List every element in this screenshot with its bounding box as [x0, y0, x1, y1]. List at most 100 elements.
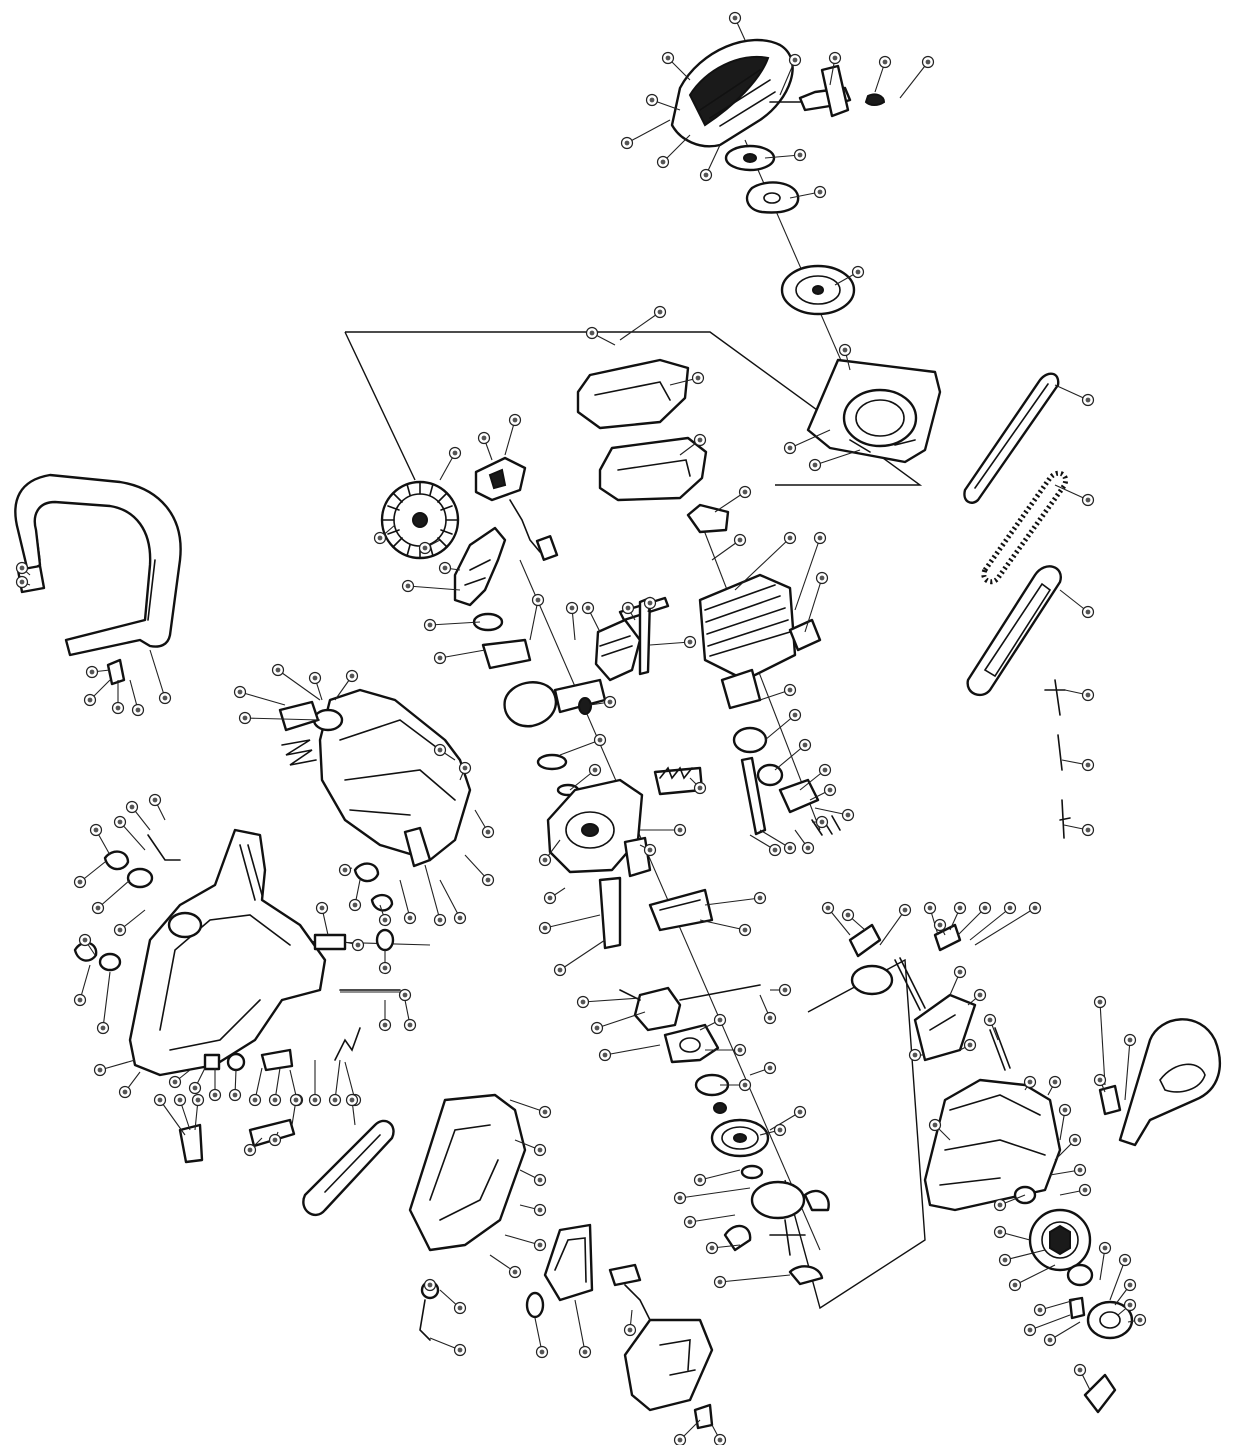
throttle-rod	[313, 928, 401, 1061]
callout-bubble-mark	[855, 269, 861, 275]
callout-leader	[239, 691, 286, 706]
callout-bubble-mark	[1085, 692, 1091, 698]
callout-bubble-mark	[624, 140, 630, 146]
callout-bubble-mark	[312, 1097, 318, 1103]
callout-bubble-mark	[1047, 1337, 1053, 1343]
callout-bubble-mark	[437, 917, 443, 923]
callout-leader	[424, 864, 441, 921]
callout-leader	[649, 641, 691, 646]
callout-bubble-mark	[332, 1097, 338, 1103]
top-cover	[670, 38, 794, 148]
callout-leader	[439, 649, 486, 659]
callout-leader	[334, 1059, 341, 1101]
upper-frame-diagonal	[344, 331, 416, 481]
callout-bubble-mark	[825, 905, 831, 911]
callout-bubble-mark	[1085, 397, 1091, 403]
callout-bubble-mark	[1037, 1307, 1043, 1313]
callout-leader	[244, 717, 321, 721]
air-filter-cover	[576, 358, 730, 534]
crankcase	[546, 766, 704, 874]
callout-bubble-mark	[1032, 905, 1038, 911]
callout-bubble-mark	[427, 1282, 433, 1288]
callout-leader	[626, 119, 671, 144]
callout-leader	[119, 821, 146, 851]
callout-leader	[879, 909, 906, 946]
callout-bubble-mark	[1097, 999, 1103, 1005]
callout-leader	[1109, 1259, 1126, 1301]
callout-bubble-mark	[1052, 1079, 1058, 1085]
callout-leader	[509, 1099, 546, 1113]
callout-bubble-mark	[1122, 1257, 1128, 1263]
callout-bubble-mark	[767, 1065, 773, 1071]
callout-bubble-mark	[697, 437, 703, 443]
callout-bubble-mark	[777, 1127, 783, 1133]
callout-bubble-mark	[77, 997, 83, 1003]
callout-bubble-mark	[422, 545, 428, 551]
callout-bubble-mark	[1085, 762, 1091, 768]
callout-leader	[429, 621, 481, 626]
engine-housing	[894, 957, 1062, 1212]
callout-leader	[814, 449, 861, 466]
callout-leader	[662, 134, 691, 163]
callout-bubble-mark	[987, 1017, 993, 1023]
callout-bubble-mark	[845, 812, 851, 818]
callout-bubble-mark	[1062, 1107, 1068, 1113]
callout-leader	[734, 537, 791, 591]
callout-bubble-mark	[242, 715, 248, 721]
callout-bubble-mark	[122, 1089, 128, 1095]
callout-bubble-mark	[937, 922, 943, 928]
callout-bubble-mark	[537, 1147, 543, 1153]
callout-bubble-mark	[709, 1245, 715, 1251]
callout-bubble-mark	[457, 915, 463, 921]
callout-bubble-mark	[117, 819, 123, 825]
callout-bubble-mark	[787, 445, 793, 451]
callout-bubble-mark	[192, 1085, 198, 1091]
callout-leader	[529, 599, 539, 641]
callout-bubble-mark	[767, 1015, 773, 1021]
callout-bubble-mark	[547, 895, 553, 901]
callout-leader	[559, 939, 606, 971]
callout-bubble-mark	[542, 857, 548, 863]
callout-bubble-mark	[212, 1092, 218, 1098]
chain-brake	[278, 688, 472, 912]
callout-bubble-mark	[912, 1052, 918, 1058]
primer-parts	[73, 834, 181, 972]
callout-bubble-mark	[542, 1109, 548, 1115]
callout-bubble-mark	[542, 925, 548, 931]
callout-bubble-mark	[660, 159, 666, 165]
callout-bubble-mark	[162, 695, 168, 701]
callout-bubble-mark	[802, 742, 808, 748]
callout-bubble-mark	[812, 462, 818, 468]
callout-bubble-mark	[19, 565, 25, 571]
callout-bubble-mark	[687, 639, 693, 645]
callout-bubble-mark	[822, 767, 828, 773]
callout-bubble-mark	[557, 967, 563, 973]
callout-bubble-mark	[787, 535, 793, 541]
callout-leader	[619, 311, 661, 341]
callout-bubble-mark	[452, 450, 458, 456]
callout-leader	[679, 1187, 751, 1199]
callout-bubble-mark	[647, 600, 653, 606]
callout-bubble-mark	[677, 827, 683, 833]
callout-bubble-mark	[977, 992, 983, 998]
callout-bubble-mark	[247, 1147, 253, 1153]
callout-bubble-mark	[319, 905, 325, 911]
callout-bubble-mark	[1085, 497, 1091, 503]
callout-bubble-mark	[677, 1195, 683, 1201]
callout-bubble-mark	[237, 689, 243, 695]
callout-bubble-mark	[349, 1097, 355, 1103]
callout-bubble-mark	[717, 1279, 723, 1285]
callout-bubble-mark	[539, 1349, 545, 1355]
callout-bubble-mark	[457, 1305, 463, 1311]
callout-bubble-mark	[1102, 1245, 1108, 1251]
callout-bubble-mark	[742, 927, 748, 933]
callout-leader	[544, 914, 601, 929]
callout-leader	[559, 739, 601, 756]
callout-bubble-mark	[742, 1082, 748, 1088]
callout-leader	[957, 907, 986, 936]
callout-bubble-mark	[797, 152, 803, 158]
front-handle-grip	[302, 1119, 395, 1217]
callout-leader	[1029, 1314, 1071, 1331]
callout-bubble-mark	[665, 55, 671, 61]
callout-bubble-mark	[827, 787, 833, 793]
